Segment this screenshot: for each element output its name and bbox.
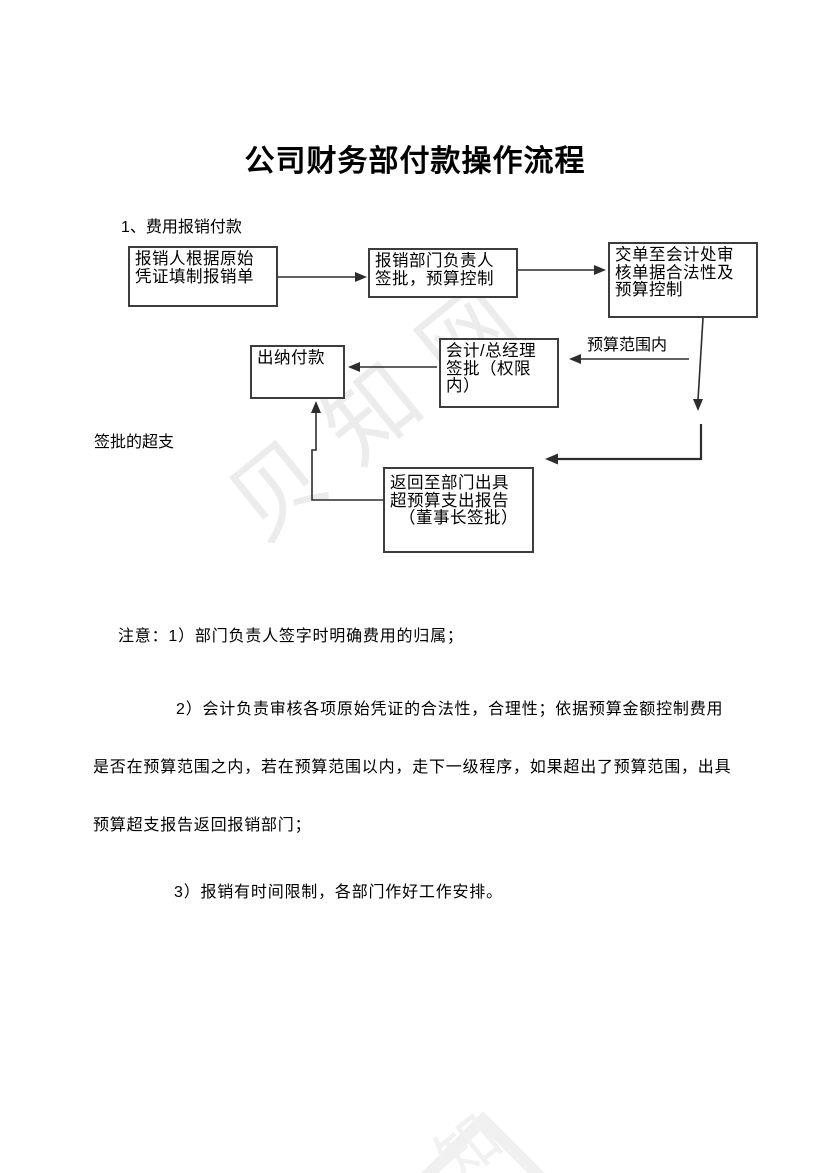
note-line-1: 注意：1）部门负责人签字时明确费用的归属； <box>118 628 464 645</box>
flow-box-dept-head-approval: 报销部门负责人 签批，预算控制 <box>368 248 518 298</box>
flow-label-approved-overspend: 签批的超支 <box>94 434 175 451</box>
note-line-2: 2）会计负责审核各项原始凭证的合法性，合理性；依据预算金额控制费用 <box>176 701 724 718</box>
flow-label-within-budget: 预算范围内 <box>587 337 668 354</box>
flow-box-manager-approval: 会计/总经理 签批（权限 内） <box>439 338 559 408</box>
document-title: 公司财务部付款操作流程 <box>244 145 586 178</box>
flow-box-line: 报销部门负责人 <box>375 252 494 270</box>
flow-box-line: 会计/总经理 <box>446 342 537 360</box>
flow-box-reimburser-prepares-form: 报销人根据原始 凭证填制报销单 <box>128 246 278 307</box>
flow-box-line: 签批（权限 <box>446 359 531 378</box>
flow-box-line: 出纳付款 <box>257 349 325 367</box>
flow-box-line: （董事长签批） <box>399 509 518 527</box>
flow-box-line: 超预算支出报告 <box>390 491 509 510</box>
note-line-4: 预算超支报告返回报销部门； <box>93 817 312 834</box>
flow-box-line: 凭证填制报销单 <box>135 267 254 286</box>
flow-box-line: 报销人根据原始 <box>135 250 254 268</box>
flow-box-cashier-payment: 出纳付款 <box>250 345 345 399</box>
flow-box-line: 签批，预算控制 <box>375 269 494 288</box>
flow-box-line: 内） <box>446 377 480 395</box>
flow-box-over-budget-report: 返回至部门出具 超预算支出报告 （董事长签批） <box>383 467 534 553</box>
section-heading: 1、费用报销付款 <box>121 219 242 236</box>
flow-box-line: 交单至会计处审 <box>615 246 734 264</box>
flow-box-line: 返回至部门出具 <box>390 474 509 492</box>
flow-box-line: 预算控制 <box>615 281 683 299</box>
flow-box-accounting-review: 交单至会计处审 核单据合法性及 预算控制 <box>608 242 758 318</box>
flow-box-line: 核单据合法性及 <box>615 263 734 282</box>
note-line-3: 是否在预算范围之内，若在预算范围以内，走下一级程序，如果超出了预算范围，出具 <box>93 759 732 776</box>
note-line-5: 3）报销有时间限制，各部门作好工作安排。 <box>174 884 503 901</box>
